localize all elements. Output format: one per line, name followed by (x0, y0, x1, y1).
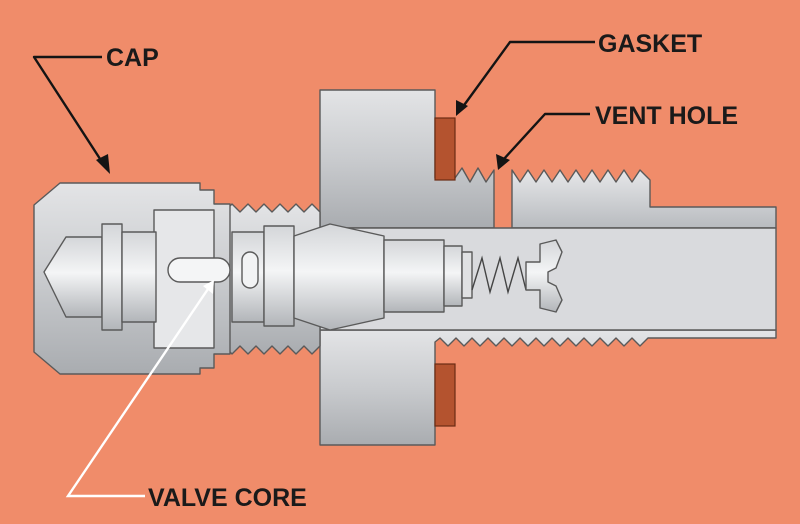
cap-leader (32, 55, 106, 166)
valve-core (43, 223, 563, 331)
spring (471, 255, 527, 295)
cap-label: CAP (106, 44, 159, 72)
outlet-tube-upper (511, 169, 777, 229)
cap-leader-arrow (96, 154, 110, 174)
flange-upper (319, 89, 495, 229)
gasket-upper (434, 117, 456, 181)
valve-core-leader-arrow (203, 280, 214, 294)
vent-hole-leader (502, 112, 590, 161)
gasket-leader (461, 40, 595, 109)
vent-hole-label: VENT HOLE (595, 102, 738, 130)
valve-core-label: VALVE CORE (148, 484, 307, 512)
gasket-leader-arrow (456, 100, 468, 116)
vent-hole-leader-arrow (496, 154, 510, 170)
gasket-label: GASKET (598, 30, 702, 58)
gasket-lower (434, 363, 456, 427)
flange-lower (319, 329, 777, 446)
valve-core-leader (65, 285, 211, 498)
